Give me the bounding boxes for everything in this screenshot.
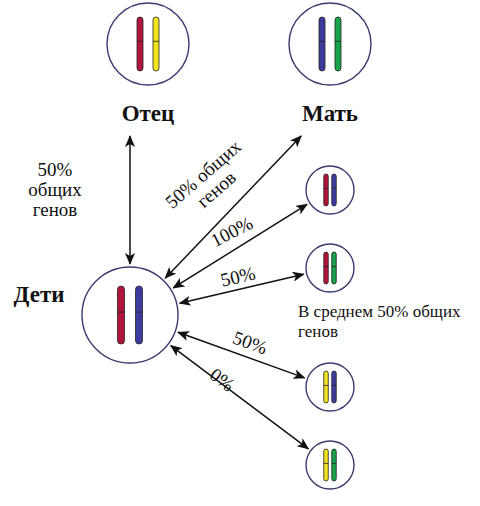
chromosome bbox=[324, 371, 329, 403]
person-circle: Отец bbox=[100, 2, 196, 136]
share-label: 50% общих генов bbox=[23, 160, 87, 220]
chromosome bbox=[332, 174, 337, 206]
person-circle bbox=[305, 440, 355, 490]
cell-circle bbox=[306, 244, 354, 292]
chromosome bbox=[137, 17, 143, 71]
person-circle bbox=[305, 362, 355, 412]
cell-circle bbox=[107, 3, 189, 85]
chromosome bbox=[319, 17, 325, 71]
cell-circle bbox=[306, 441, 354, 489]
centromere bbox=[324, 463, 329, 464]
chromosome bbox=[324, 174, 329, 206]
person-circle bbox=[305, 243, 355, 293]
cell-circle bbox=[289, 3, 371, 85]
share-label: 50% bbox=[218, 323, 281, 362]
centromere bbox=[118, 312, 125, 313]
chromosome bbox=[118, 286, 125, 344]
circle-outline bbox=[305, 440, 355, 490]
person-circle bbox=[305, 165, 355, 215]
node-label: Дети bbox=[4, 281, 74, 309]
circle-outline bbox=[305, 165, 355, 215]
centromere bbox=[324, 266, 329, 267]
chromosome bbox=[153, 17, 159, 71]
cell-circle bbox=[306, 363, 354, 411]
note-text: В среднем 50% общих генов bbox=[298, 302, 476, 342]
circle-outline bbox=[80, 265, 180, 365]
centromere bbox=[332, 385, 337, 386]
share-label: 0% bbox=[196, 357, 248, 403]
chromosome bbox=[335, 17, 341, 71]
centromere bbox=[319, 41, 325, 42]
cell-circle bbox=[82, 267, 178, 363]
chromosome bbox=[332, 252, 337, 284]
centromere bbox=[332, 188, 337, 189]
chromosome bbox=[332, 449, 337, 481]
person-circle: Дети bbox=[80, 265, 180, 365]
centromere bbox=[137, 41, 143, 42]
chromosome bbox=[324, 252, 329, 284]
centromere bbox=[324, 385, 329, 386]
chromosome bbox=[136, 286, 143, 344]
relation-arrow bbox=[129, 136, 131, 264]
share-label: 50% bbox=[207, 261, 270, 294]
share-label: 100% bbox=[196, 207, 267, 257]
centromere bbox=[332, 266, 337, 267]
chromosome bbox=[332, 371, 337, 403]
centromere bbox=[332, 463, 337, 464]
centromere bbox=[153, 41, 159, 42]
circle-outline bbox=[305, 362, 355, 412]
person-circle: Мать bbox=[282, 2, 378, 136]
centromere bbox=[335, 41, 341, 42]
relation-arrow bbox=[171, 346, 309, 449]
circle-outline bbox=[305, 243, 355, 293]
cell-circle bbox=[306, 166, 354, 214]
centromere bbox=[324, 188, 329, 189]
node-label: Мать bbox=[282, 100, 378, 128]
chromosome bbox=[324, 449, 329, 481]
centromere bbox=[136, 312, 143, 313]
node-label: Отец bbox=[100, 100, 196, 128]
